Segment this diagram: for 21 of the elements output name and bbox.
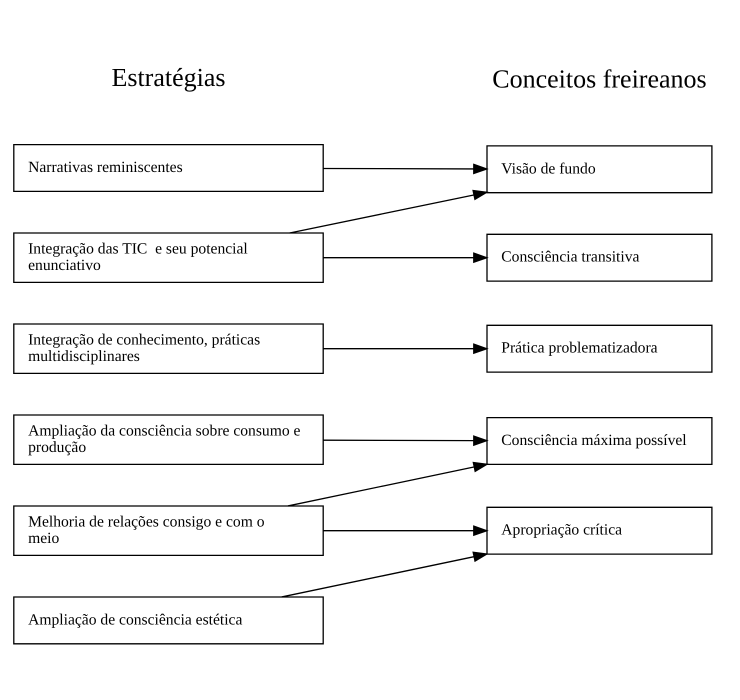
arrow xyxy=(323,343,489,354)
node-box: Consciência transitiva xyxy=(486,234,713,282)
arrow xyxy=(288,462,489,507)
arrow xyxy=(323,163,489,174)
arrow xyxy=(323,525,489,536)
node-box: Ampliação da consciência sobre consumo e produção xyxy=(13,414,324,466)
node-box: Apropriação crítica xyxy=(486,506,713,555)
node-box: Melhoria de relações consigo e com o meio xyxy=(13,505,324,556)
node-box: Prática problematizadora xyxy=(486,324,713,373)
node-box: Narrativas reminiscentes xyxy=(13,144,324,192)
label: Estratégias xyxy=(111,63,226,92)
arrow xyxy=(323,435,489,446)
label: Conceitos freireanos xyxy=(492,64,707,94)
node-box: Consciência máxima possível xyxy=(486,416,713,466)
arrow xyxy=(282,551,489,598)
node-box: Integração de conhecimento, práticas multidisciplinares xyxy=(13,323,324,374)
node-box: Visão de fundo xyxy=(486,145,713,194)
arrow xyxy=(290,190,489,234)
node-box: Integração das TIC e seu potencial enunciativo xyxy=(13,232,324,284)
node-box: Ampliação de consciência estética xyxy=(13,596,324,644)
arrow xyxy=(323,252,489,264)
